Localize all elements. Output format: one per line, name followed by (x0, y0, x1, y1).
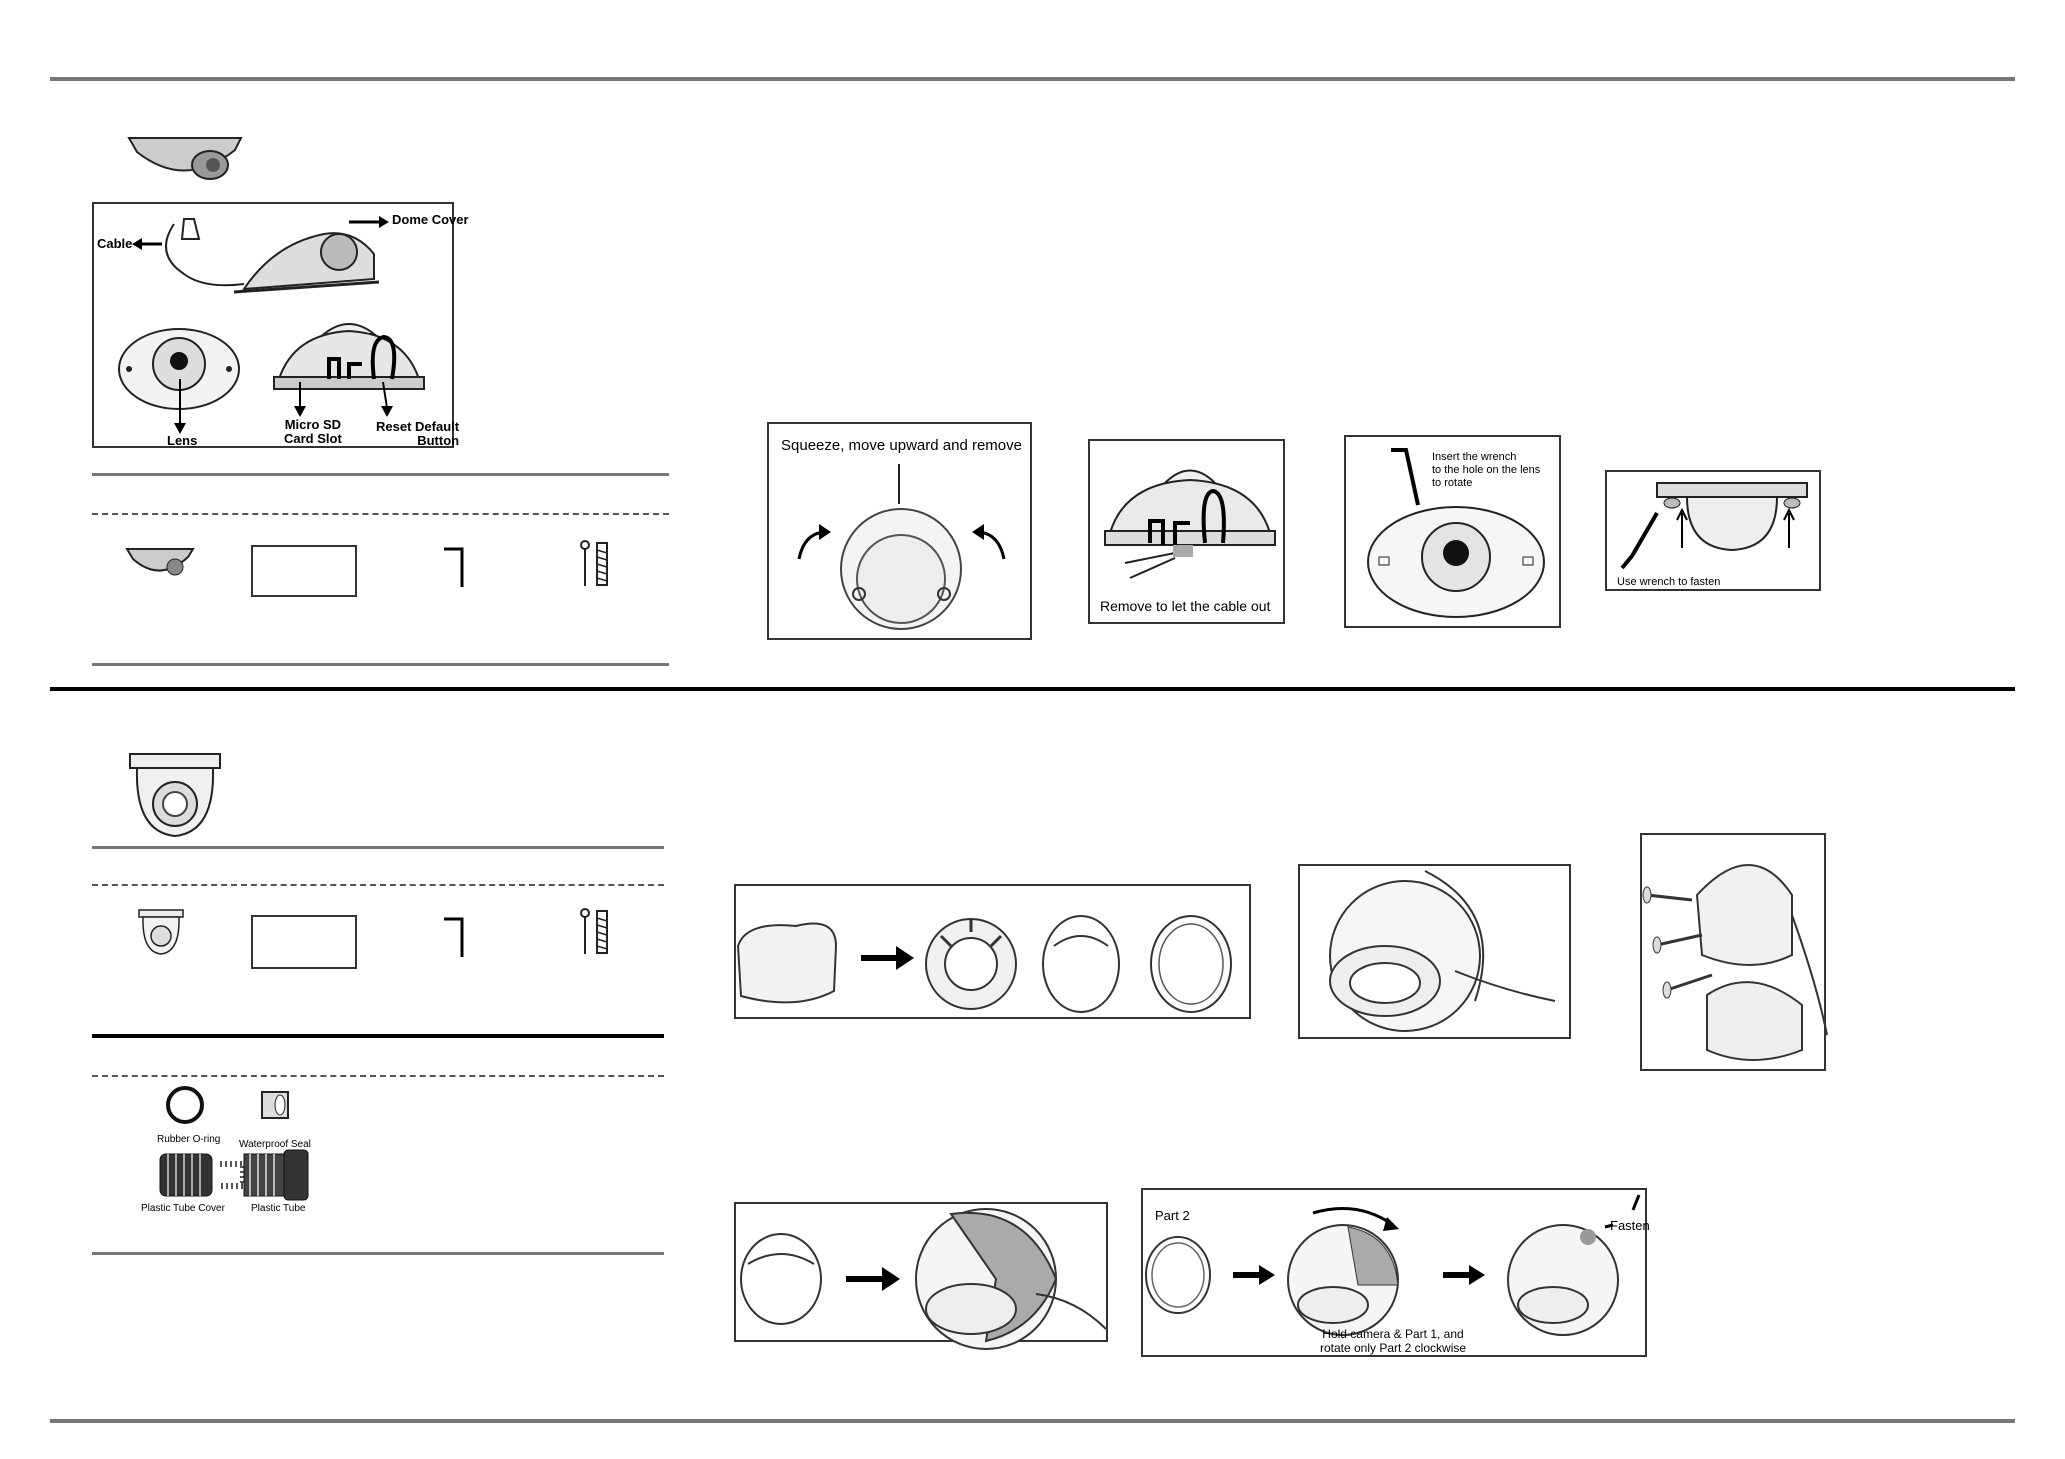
label-waterproof-seal: Waterproof Seal (239, 1139, 311, 1150)
top-rule (50, 77, 2015, 81)
camera-bottom-drawing (118, 328, 240, 410)
dome-camera-icon (125, 548, 195, 576)
camera-mounted-drawing (1620, 482, 1808, 570)
manual-card-icon (251, 915, 357, 969)
contents-bottom-rule (92, 663, 669, 666)
contents-dashed-rule (92, 513, 669, 515)
camera-bottom-drawing (1367, 506, 1545, 618)
step-cover-figure (734, 1202, 1108, 1350)
arrow-icon (294, 382, 306, 417)
contents2-mid-rule (92, 1034, 664, 1038)
step-disassemble-figure (734, 884, 1251, 1019)
wrench-icon (444, 547, 464, 587)
label-micro-sd: Micro SD Card Slot (284, 417, 342, 446)
rotate-sequence-drawing (1145, 1194, 1641, 1336)
contents2-bottom-rule (92, 1252, 664, 1255)
caption-squeeze: Squeeze, move upward and remove (781, 437, 1022, 454)
screws-icon (580, 540, 608, 586)
label-plastic-tube: Plastic Tube (251, 1203, 306, 1214)
label-plastic-tube-cover: Plastic Tube Cover (141, 1203, 225, 1214)
plastic-tube-cover-icon (159, 1153, 213, 1197)
step-remove-cable-figure: Remove to let the cable out (1088, 439, 1285, 624)
step-squeeze-figure: Squeeze, move upward and remove (767, 422, 1032, 640)
manual-card-icon (251, 545, 357, 597)
caption-hold-camera: Hold camera & Part 1, and rotate only Pa… (1319, 1327, 1467, 1355)
contents2-dashed-rule-2 (92, 1075, 664, 1077)
cover-attach-drawing (740, 1208, 1107, 1350)
turret-camera-thumbnail (129, 753, 221, 838)
arrow-icon (174, 379, 186, 434)
wall-mount-drawing (1642, 864, 1828, 1061)
camera-ball-drawing (1329, 870, 1556, 1032)
contents-top-rule (92, 473, 669, 476)
dome-camera-thumbnail (127, 137, 243, 180)
step-mount-figure (1640, 833, 1828, 1071)
contents2-dashed-rule (92, 884, 664, 886)
arrow-icon (132, 238, 162, 250)
bottom-rule (50, 1419, 2015, 1423)
rubber-oring-icon (166, 1086, 204, 1124)
caption-insert-wrench: Insert the wrench to the hole on the len… (1432, 451, 1541, 489)
section-divider (50, 687, 2015, 691)
wrench-icon (444, 917, 464, 957)
screws-icon (580, 908, 608, 954)
plastic-tube-icon (220, 1149, 309, 1201)
turret-camera-icon (138, 909, 184, 955)
step-use-wrench-figure: Use wrench to fasten (1605, 470, 1821, 591)
step-rotate-figure: Part 2 Fasten Hold camera & Part 1, and … (1141, 1188, 1650, 1357)
step-insert-wrench-figure: Insert the wrench to the hole on the len… (1344, 435, 1561, 628)
label-rubber-oring: Rubber O-ring (157, 1134, 221, 1145)
caption-fasten: Fasten (1610, 1218, 1650, 1233)
camera-open-drawing (1104, 469, 1276, 579)
label-cable: Cable (97, 236, 133, 251)
waterproof-seal-icon (261, 1091, 289, 1119)
disassembly-drawing (736, 915, 1232, 1013)
arrow-icon (381, 381, 393, 417)
wrench-icon (1391, 448, 1420, 506)
caption-part2: Part 2 (1155, 1208, 1190, 1223)
label-lens: Lens (167, 433, 198, 448)
label-reset: Reset Default Button (376, 419, 460, 448)
camera-parts-diagram: Dome Cover Cable Lens Micro SD Card Slot… (92, 202, 469, 448)
caption-use-wrench: Use wrench to fasten (1617, 576, 1721, 588)
camera-back-drawing (273, 323, 425, 390)
caption-remove-cable: Remove to let the cable out (1100, 598, 1271, 614)
arrow-icon (349, 216, 389, 228)
camera-side-drawing (165, 218, 380, 294)
contents2-top-rule (92, 846, 664, 849)
camera-top-drawing (797, 464, 1006, 630)
step-adjust-figure (1298, 864, 1571, 1039)
label-dome-cover: Dome Cover (392, 212, 469, 227)
